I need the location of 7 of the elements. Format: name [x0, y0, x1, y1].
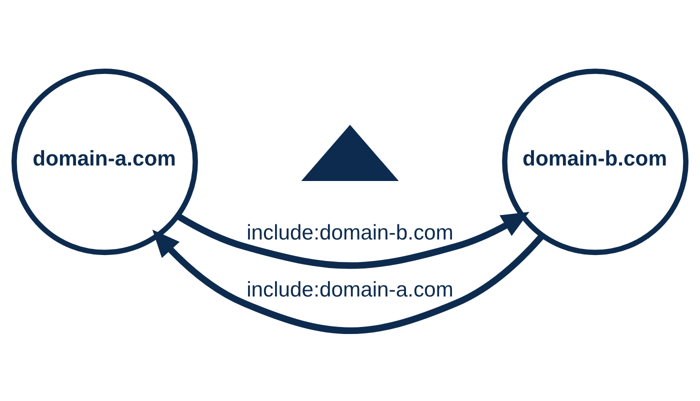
- node-circle: domain-a.com: [12, 68, 198, 255]
- node-triangle: [301, 124, 399, 181]
- node-circle: domain-b.com: [502, 68, 688, 255]
- arrow: [152, 229, 545, 334]
- edge-label: include:domain-a.com: [246, 278, 454, 301]
- arrow: [176, 211, 530, 268]
- edge-label: include:domain-b.com: [246, 221, 454, 244]
